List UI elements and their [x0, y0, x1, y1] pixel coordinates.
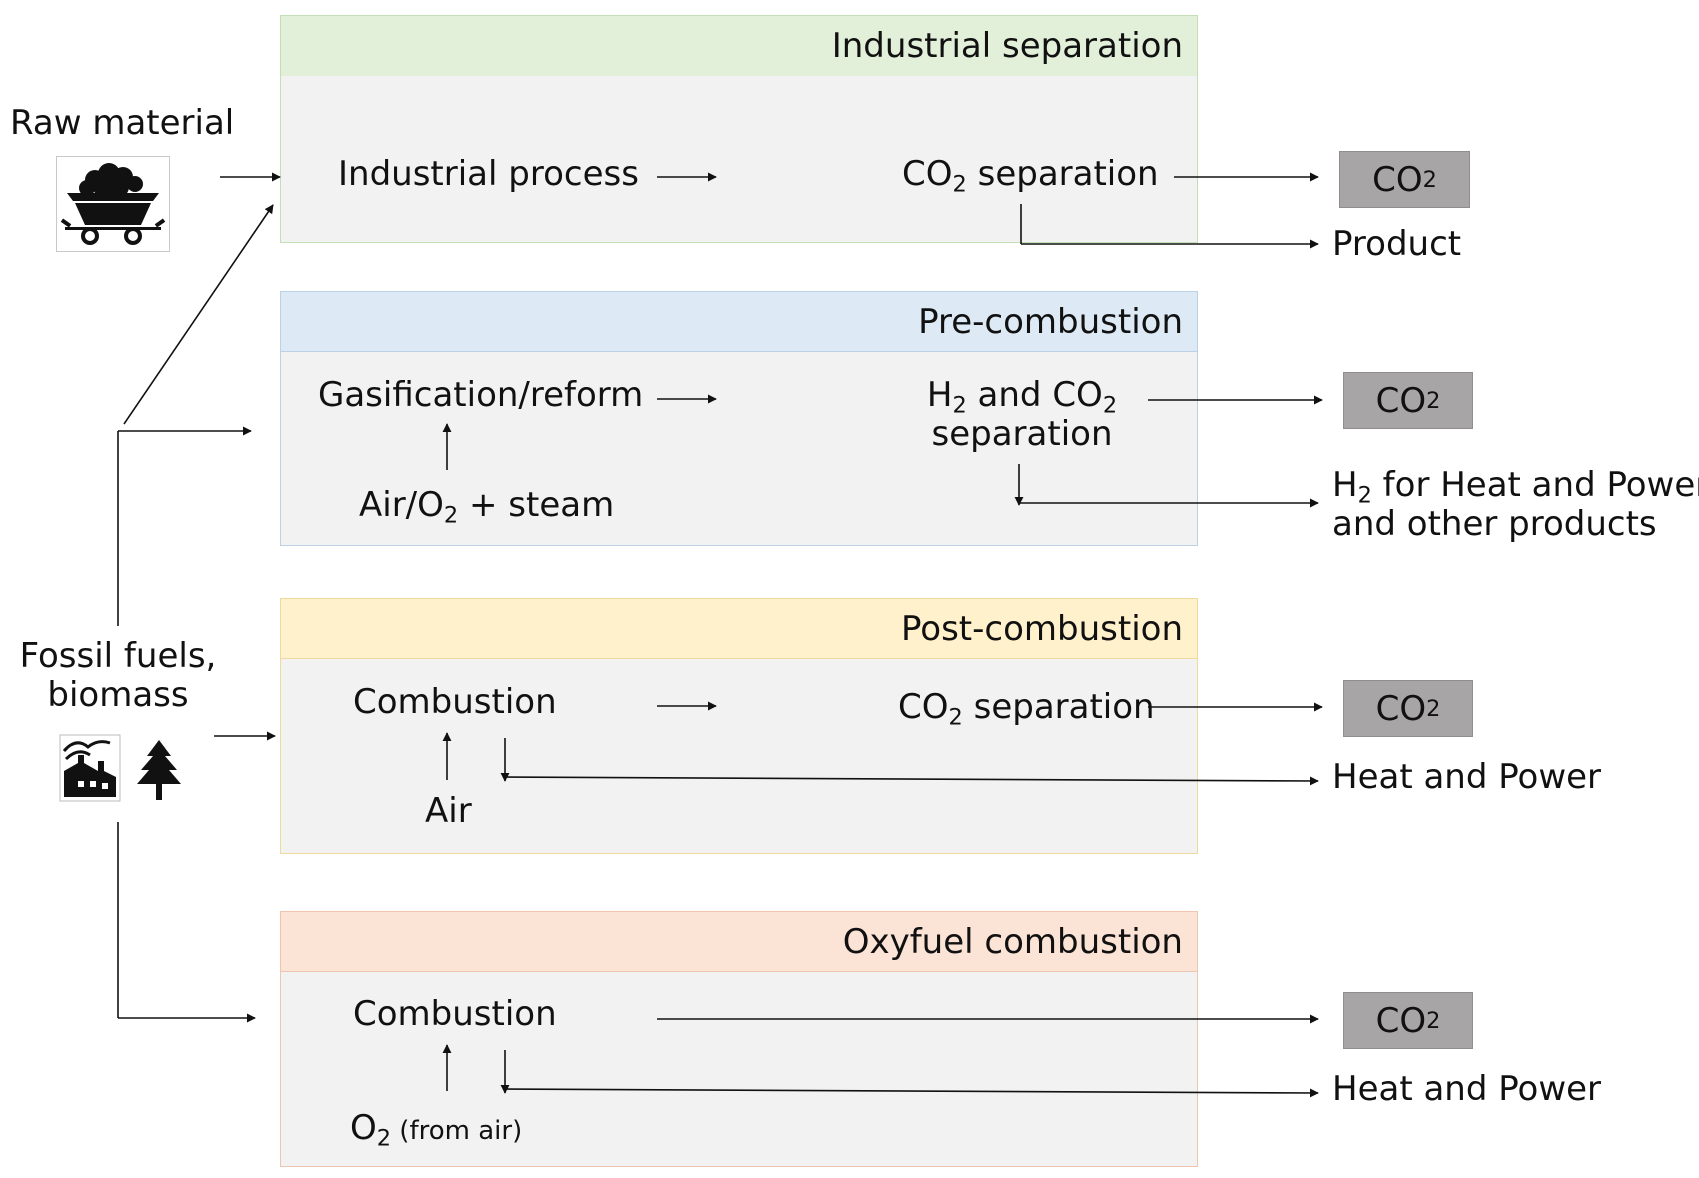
- combustion-label: Combustion: [353, 682, 557, 722]
- o2-from-air-label: O2 (from air): [350, 1108, 523, 1152]
- h2-co2-separation-label: H2 and CO2 separation: [926, 375, 1118, 455]
- pre-combustion-panel: Pre-combustion: [280, 291, 1198, 546]
- air-input-label: Air: [425, 791, 472, 831]
- product-output-label: Product: [1332, 224, 1462, 264]
- air-o2-steam-label: Air/O2 + steam: [359, 485, 615, 529]
- raw-material-label: Raw material: [10, 103, 235, 143]
- industrial-separation-panel: Industrial separation: [280, 15, 1198, 243]
- industrial-process-label: Industrial process: [338, 154, 639, 194]
- heat-power-output-label: Heat and Power: [1332, 757, 1602, 797]
- factory-icon: [58, 733, 122, 803]
- combustion-label: Combustion: [353, 994, 557, 1034]
- panel-title: Post-combustion: [281, 599, 1197, 659]
- mine-cart-icon: [56, 156, 170, 252]
- panel-title: Industrial separation: [281, 16, 1197, 76]
- h2-heat-power-output-label: H2 for Heat and Power and other products: [1332, 465, 1699, 545]
- oxyfuel-combustion-panel: Oxyfuel combustion: [280, 911, 1198, 1167]
- co2-separation-label: CO2 separation: [898, 687, 1155, 731]
- panel-title: Pre-combustion: [281, 292, 1197, 352]
- post-combustion-panel: Post-combustion: [280, 598, 1198, 854]
- fossil-fuels-label: Fossil fuels, biomass: [19, 636, 217, 716]
- co2-separation-label: CO2 separation: [902, 154, 1159, 198]
- tree-icon: [133, 738, 185, 802]
- heat-power-output-label: Heat and Power: [1332, 1069, 1602, 1109]
- panel-title: Oxyfuel combustion: [281, 912, 1197, 972]
- gasification-reform-label: Gasification/reform: [318, 375, 644, 415]
